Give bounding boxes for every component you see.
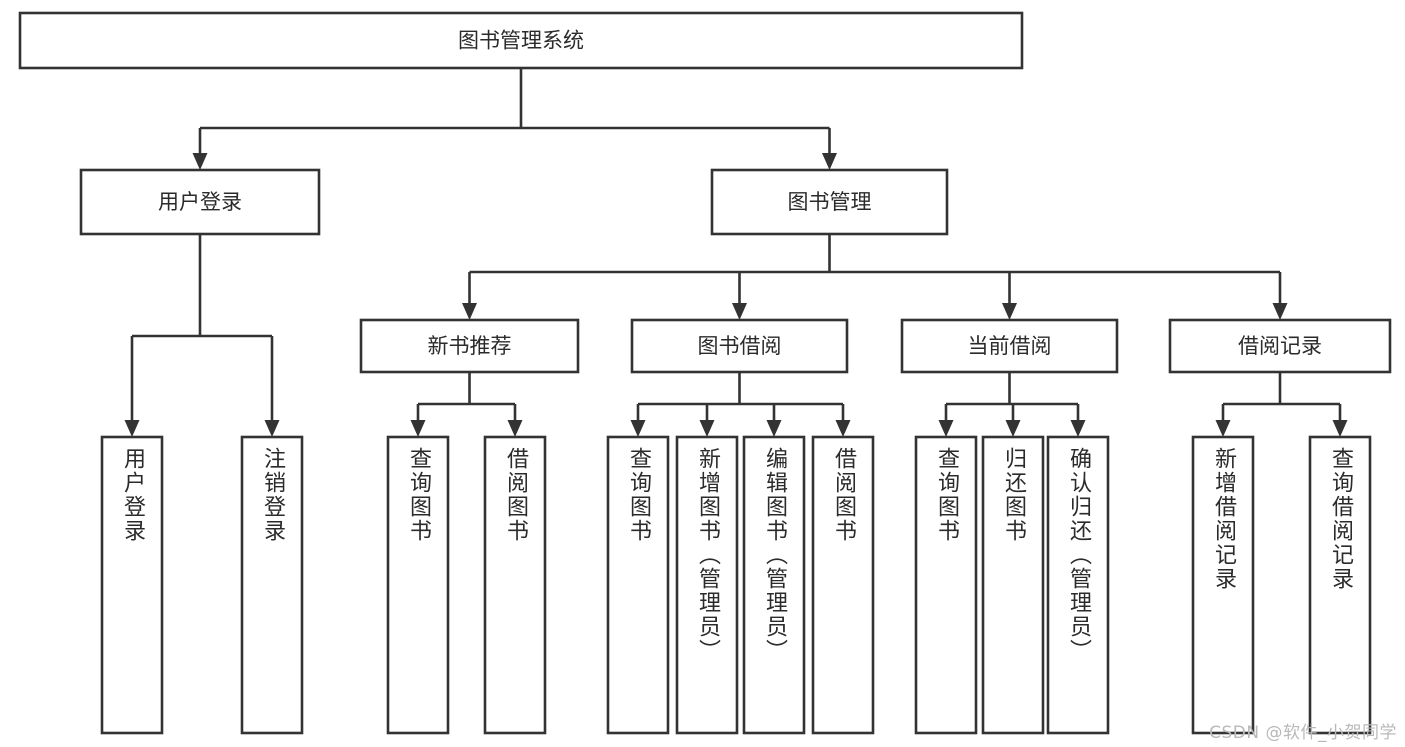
node-leaf-user-logout[interactable] [240,435,304,735]
arrow-head-icon [264,420,280,437]
node-label-user-login: 用户登录 [158,190,242,214]
node-root[interactable]: 图书管理系统 [18,11,1024,70]
node-leaf-br-add[interactable] [1191,435,1255,735]
node-box-leaf-br-add [1191,435,1255,735]
node-label-book-borrow: 图书借阅 [698,334,782,358]
arrow-head-icon [507,420,523,437]
node-leaf-bb-query[interactable] [606,435,670,735]
arrow-head-icon [124,420,140,437]
node-box-leaf-br-query [1308,435,1372,735]
arrow-head-icon [1332,420,1348,437]
node-leaf-bb-add[interactable] [675,435,739,735]
node-leaf-rec-query[interactable] [386,435,450,735]
node-leaf-bb-borrow[interactable] [811,435,875,735]
arrow-head-icon [835,420,851,437]
node-box-user-login [79,168,321,236]
node-box-new-book-rec [359,318,580,374]
arrow-head-icon [192,153,208,170]
node-label-borrow-record: 借阅记录 [1238,334,1322,358]
node-leaf-rec-borrow[interactable] [483,435,547,735]
node-user-login[interactable]: 用户登录 [79,168,321,236]
arrow-head-icon [822,153,837,170]
watermark-label: CSDN @软件_小贺同学 [1209,723,1397,743]
node-box-leaf-user-logout [240,435,304,735]
arrow-head-icon [766,420,782,437]
node-leaf-cb-confirm[interactable] [1046,435,1110,735]
node-leaf-user-login[interactable] [100,435,164,735]
arrow-head-icon [1272,303,1288,320]
connector-conn-user-login [124,234,280,437]
node-book-manage[interactable]: 图书管理 [710,168,949,236]
arrow-head-icon [699,420,715,437]
node-box-leaf-bb-borrow [811,435,875,735]
node-box-leaf-rec-query [386,435,450,735]
arrow-head-icon [410,420,426,437]
node-leaf-bb-edit[interactable] [742,435,806,735]
node-box-leaf-cb-query [914,435,978,735]
arrow-head-icon [462,303,477,320]
node-box-leaf-rec-borrow [483,435,547,735]
connector-conn-root [192,68,837,170]
arrow-head-icon [938,420,954,437]
node-label-root: 图书管理系统 [458,29,584,53]
node-new-book-rec[interactable]: 新书推荐 [359,318,580,374]
node-box-borrow-record [1168,318,1392,374]
node-label-current-borrow: 当前借阅 [968,334,1052,358]
arrow-head-icon [1002,303,1017,320]
node-box-book-borrow [630,318,849,374]
node-box-leaf-bb-add [675,435,739,735]
node-leaf-br-query[interactable] [1308,435,1372,735]
arrow-head-icon [1070,420,1086,437]
node-box-leaf-cb-return [981,435,1045,735]
node-label-new-book-rec: 新书推荐 [428,334,512,358]
node-leaf-cb-return[interactable] [981,435,1045,735]
node-leaf-cb-query[interactable] [914,435,978,735]
connector-conn-book-borrow [630,372,851,437]
node-label-book-manage: 图书管理 [788,190,872,214]
connector-conn-current-borrow [938,372,1086,437]
arrow-head-icon [630,420,646,437]
node-borrow-record[interactable]: 借阅记录 [1168,318,1392,374]
node-book-borrow[interactable]: 图书借阅 [630,318,849,374]
arrow-head-icon [1215,420,1231,437]
node-box-leaf-bb-edit [742,435,806,735]
node-box-book-manage [710,168,949,236]
node-box-leaf-bb-query [606,435,670,735]
node-current-borrow[interactable]: 当前借阅 [900,318,1119,374]
node-box-current-borrow [900,318,1119,374]
connector-conn-book-manage [462,234,1288,320]
arrow-head-icon [732,303,747,320]
connector-edges-layer [124,68,1348,437]
connector-conn-new-book-rec [410,372,523,437]
node-box-leaf-cb-confirm [1046,435,1110,735]
arrow-head-icon [1005,420,1021,437]
node-box-leaf-user-login [100,435,164,735]
node-box-root [18,11,1024,70]
connector-conn-borrow-record [1215,372,1348,437]
